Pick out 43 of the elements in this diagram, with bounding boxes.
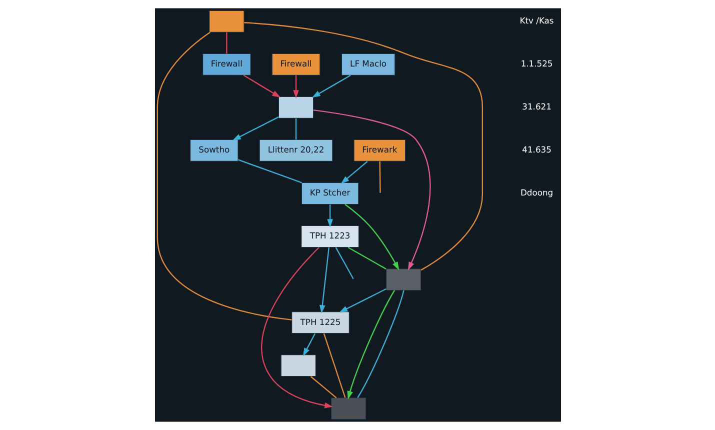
arrow: [311, 74, 350, 98]
node-box: TPH 1225: [291, 312, 349, 334]
node-box: Firewark: [353, 139, 406, 162]
node-box: [385, 268, 421, 291]
node-box: [330, 398, 366, 420]
arrow: [242, 74, 280, 98]
node-box: Llittenr 20,22: [258, 139, 332, 162]
arrow: [302, 333, 316, 356]
connector: [347, 246, 386, 270]
node-box: LF Maclo: [340, 53, 395, 76]
arrow: [260, 246, 333, 408]
arrow: [338, 288, 386, 313]
arrow: [292, 75, 298, 98]
connector: [322, 333, 346, 398]
label: 1.1.525: [520, 58, 552, 69]
node-box: [280, 354, 316, 377]
node-box: [208, 10, 244, 32]
node-box: KP Stcher: [300, 182, 358, 205]
arrow: [232, 116, 278, 141]
arrow: [318, 247, 329, 314]
node-box: [278, 96, 314, 118]
arrow: [344, 204, 399, 270]
connector: [237, 159, 302, 184]
node-box: Firewall: [202, 53, 250, 76]
connector: [334, 247, 354, 280]
label: Ktv /Kas: [519, 16, 554, 26]
connector: [378, 161, 380, 193]
arrow: [340, 160, 368, 184]
connector: [226, 32, 227, 54]
arrow: [326, 204, 332, 228]
node-box: TPH 1223: [300, 225, 359, 248]
label: Ddoong: [520, 188, 553, 198]
node-box: Sowtho: [189, 139, 238, 162]
connector: [310, 376, 336, 398]
arrow: [312, 109, 430, 270]
connector: [244, 22, 483, 271]
connector: [356, 290, 404, 398]
connector: [294, 118, 296, 140]
node-box: Firewall: [271, 53, 320, 76]
label: 31.621: [522, 102, 551, 112]
arrow: [346, 290, 395, 400]
connector: [156, 32, 292, 320]
label: 41.635: [522, 144, 551, 155]
